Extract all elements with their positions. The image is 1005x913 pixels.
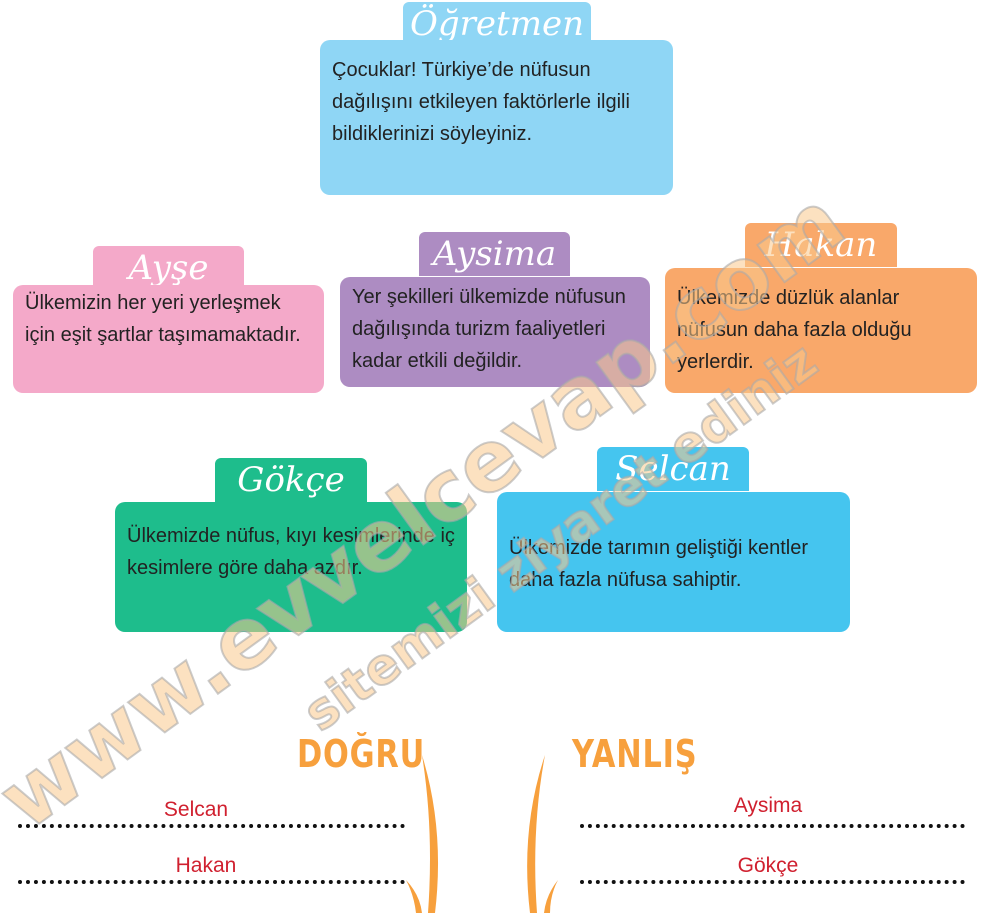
teacher-name-tab: Öğretmen <box>403 2 591 46</box>
student-speech-box: Ülkemizde nüfus, kıyı kesimlerinde iç ke… <box>115 502 467 632</box>
correct-heading: DOĞRU <box>297 732 426 776</box>
student-speech-box: Ülkemizin her yeri yerleşmek için eşit ş… <box>13 285 324 393</box>
teacher-speech-box: Çocuklar! Türkiye’de nüfusun dağılışını … <box>320 40 673 195</box>
student-text: Ülkemizde nüfus, kıyı kesimlerinde iç ke… <box>127 525 455 579</box>
correct-answer: Selcan <box>163 798 229 821</box>
answer-line <box>18 880 405 884</box>
student-text: Yer şekilleri ülkemizde nüfusun dağılışı… <box>352 286 626 372</box>
student-name-tab: Hakan <box>745 223 897 267</box>
student-text: Ülkemizin her yeri yerleşmek için eşit ş… <box>25 292 301 346</box>
wrong-heading: YANLIŞ <box>572 732 698 776</box>
student-name-tab: Gökçe <box>215 458 367 502</box>
divider-leaf-shapes <box>406 755 558 913</box>
student-name-tab: Aysima <box>419 232 570 276</box>
wrong-answer: Gökçe <box>737 854 799 877</box>
answer-line <box>580 824 965 828</box>
correct-answer: Hakan <box>175 854 237 877</box>
teacher-text: Çocuklar! Türkiye’de nüfusun dağılışını … <box>332 59 630 145</box>
student-speech-box: Ülkemizde düzlük alanlar nüfusun daha fa… <box>665 268 977 393</box>
student-name-tab: Selcan <box>597 447 749 491</box>
wrong-answer: Aysima <box>733 794 803 817</box>
student-speech-box: Ülkemizde tarımın geliştiği kentler daha… <box>497 492 850 632</box>
student-text: Ülkemizde düzlük alanlar nüfusun daha fa… <box>677 287 912 373</box>
student-speech-box: Yer şekilleri ülkemizde nüfusun dağılışı… <box>340 277 650 387</box>
student-text: Ülkemizde tarımın geliştiği kentler daha… <box>509 537 808 591</box>
answer-line <box>18 824 405 828</box>
answer-line <box>580 880 965 884</box>
student-name-tab: Ayşe <box>93 246 244 290</box>
